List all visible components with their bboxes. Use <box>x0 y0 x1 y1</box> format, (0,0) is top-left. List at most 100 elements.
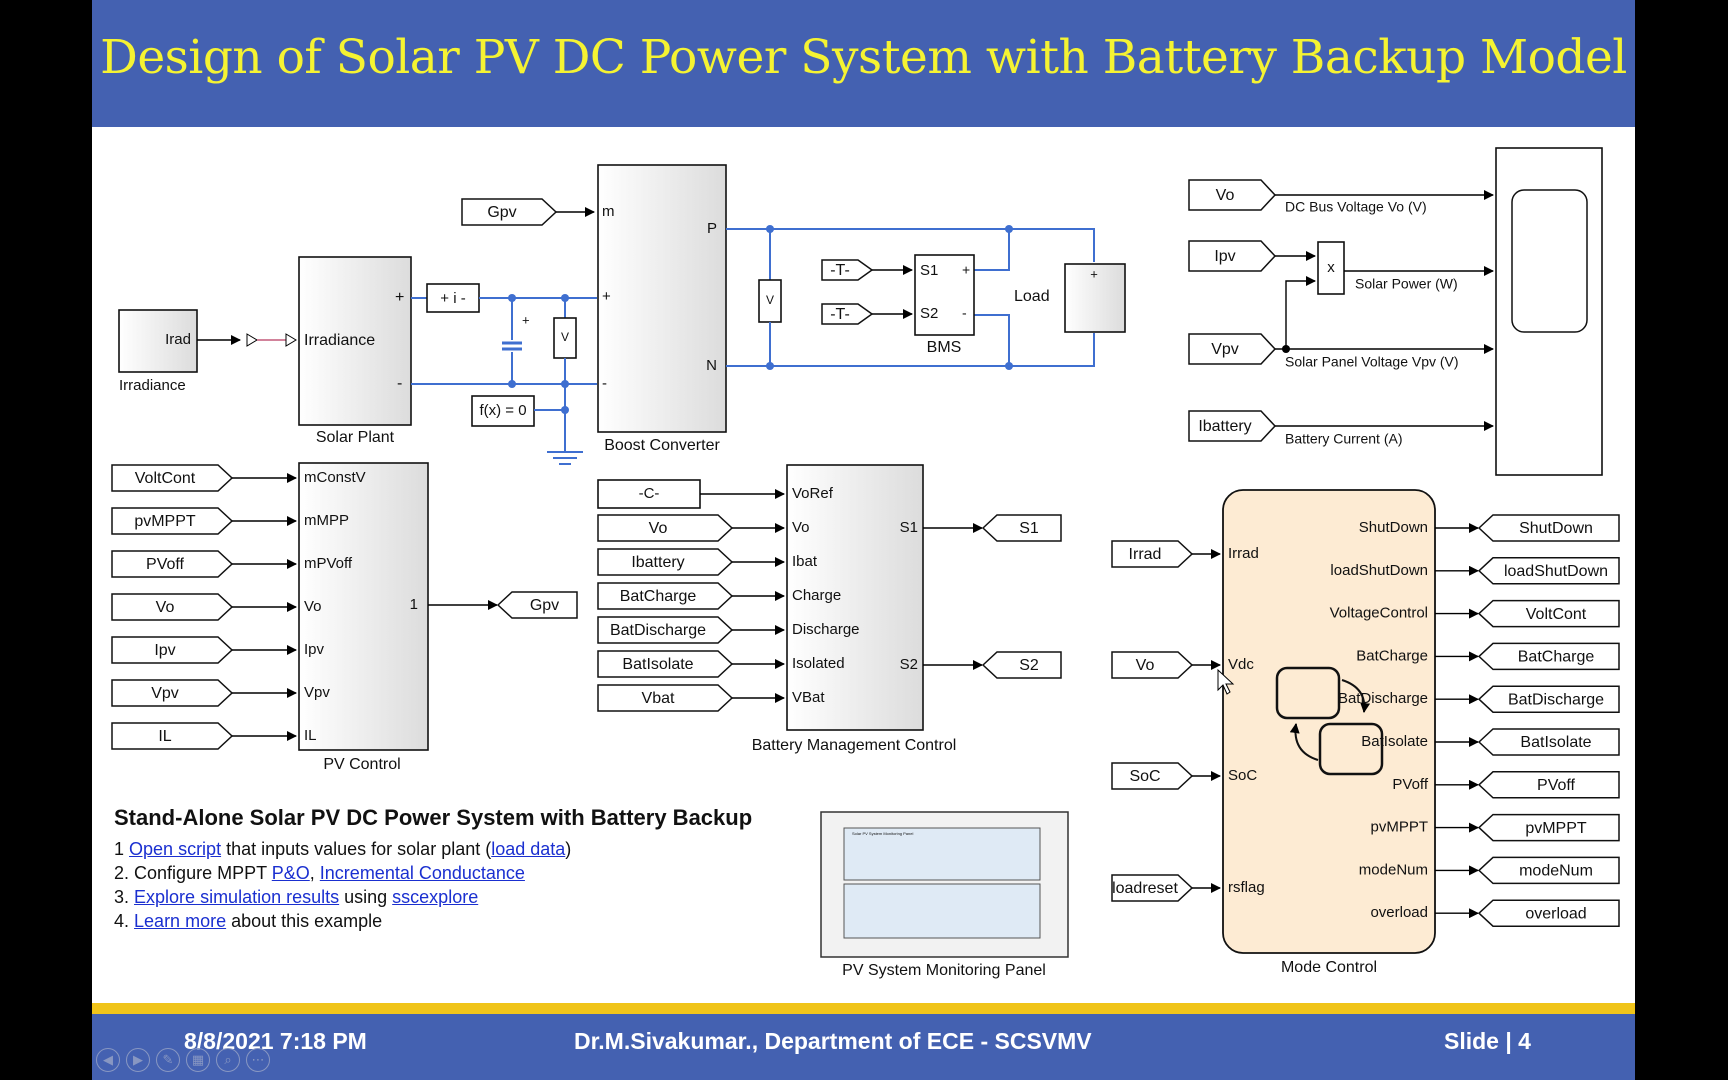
state-icon <box>1275 666 1341 720</box>
goto-batcharge[interactable] <box>1477 642 1620 671</box>
irradiance-block-label: Irradiance <box>119 377 186 394</box>
next-slide-icon[interactable]: ▶ <box>126 1048 150 1072</box>
explore-results-link[interactable]: Explore simulation results <box>134 887 340 907</box>
wire <box>974 314 1010 366</box>
from-ibattery-label: Ibattery <box>1198 418 1251 435</box>
wire <box>974 229 1010 271</box>
pv-from-4[interactable] <box>111 636 234 664</box>
output-voltage-sensor-label: V <box>766 293 774 307</box>
bm-from-3[interactable] <box>597 582 734 610</box>
pv-from-6[interactable] <box>111 722 234 750</box>
goto-overload-label: overload <box>1525 905 1586 922</box>
slide-footer <box>92 1014 1635 1080</box>
const-t-2[interactable] <box>821 303 874 325</box>
goto-s1-label: S1 <box>1019 520 1039 537</box>
goto-loadshutdown[interactable] <box>1477 557 1620 585</box>
from-ipv[interactable] <box>1188 240 1277 272</box>
battery-management-control-block[interactable] <box>786 464 924 731</box>
mode-from-2[interactable] <box>1111 762 1194 790</box>
solar-plant-block[interactable] <box>298 256 412 426</box>
goto-voltcont[interactable] <box>1477 599 1620 628</box>
incremental-conductance-link[interactable]: Incremental Conductance <box>319 863 525 883</box>
current-sensor-label: + i - <box>440 290 465 307</box>
pv-control-block[interactable] <box>298 462 429 751</box>
mode-from-2-label: SoC <box>1129 768 1160 785</box>
previous-slide-icon[interactable]: ◀ <box>96 1048 120 1072</box>
pen-icon[interactable]: ✎ <box>156 1048 180 1072</box>
pv-from-5[interactable] <box>111 679 234 707</box>
mode-from-1[interactable] <box>1111 651 1194 679</box>
mode-from-0[interactable] <box>1111 540 1194 568</box>
bms-port-s1: S1 <box>920 262 938 279</box>
bm-port-s1: S1 <box>900 519 918 536</box>
bms-minus: - <box>962 305 967 321</box>
mode-out-batcharge: BatCharge <box>1356 647 1428 664</box>
pv-from-1[interactable] <box>111 507 234 535</box>
bm-port-isolated: Isolated <box>792 655 845 672</box>
bm-port-vo: Vo <box>792 519 810 536</box>
bm-from-3-label: BatCharge <box>620 588 697 605</box>
from-vpv-label: Vpv <box>1211 341 1239 358</box>
pv-port-ipv: Ipv <box>304 641 325 658</box>
pv-from-2-label: PVoff <box>146 556 185 573</box>
mode-out-batisolate: BatIsolate <box>1361 733 1428 750</box>
bm-from-4[interactable] <box>597 616 734 644</box>
zoom-icon[interactable]: ⌕ <box>216 1048 240 1072</box>
goto-modenum[interactable] <box>1477 856 1620 885</box>
from-vpv[interactable] <box>1188 333 1277 365</box>
product-block[interactable] <box>1317 241 1345 295</box>
load-block[interactable] <box>1064 263 1126 333</box>
boost-converter-block[interactable] <box>597 164 727 433</box>
goto-pvmppt[interactable] <box>1477 813 1620 842</box>
bm-from-6[interactable] <box>597 684 734 712</box>
slides-grid-icon[interactable]: ▦ <box>186 1048 210 1072</box>
bm-from-2[interactable] <box>597 548 734 576</box>
scope-label-battery: Battery Current (A) <box>1285 431 1402 447</box>
pv-from-5-label: Vpv <box>151 685 179 702</box>
po-link[interactable]: P&O <box>271 863 310 883</box>
const-t-1[interactable] <box>821 259 874 281</box>
bm-from-5[interactable] <box>597 650 734 678</box>
goto-overload[interactable] <box>1477 899 1620 927</box>
mode-port-vdc: Vdc <box>1228 656 1254 673</box>
pv-from-0[interactable] <box>111 464 234 492</box>
from-ibattery[interactable] <box>1188 410 1277 442</box>
example-description: Stand-Alone Solar PV DC Power System wit… <box>114 805 752 933</box>
goto-voltcont-label: VoltCont <box>1526 606 1587 623</box>
more-options-icon[interactable]: ⋯ <box>246 1048 270 1072</box>
goto-shutdown[interactable] <box>1477 514 1620 542</box>
mode-out-pvmppt: pvMPPT <box>1370 819 1428 836</box>
const-c-label: -C- <box>639 485 660 502</box>
pv-out-port: 1 <box>410 596 418 613</box>
load-data-link[interactable]: load data <box>491 839 566 859</box>
mode-from-3[interactable] <box>1111 874 1194 902</box>
monitoring-panel-caption: Solar PV System Monitoring Panel <box>852 831 913 836</box>
from-vo[interactable] <box>1188 179 1277 211</box>
learn-more-link[interactable]: Learn more <box>134 911 227 931</box>
pv-port-il: IL <box>304 727 317 744</box>
pv-from-2[interactable] <box>111 550 234 578</box>
goto-batisolate[interactable] <box>1477 728 1620 756</box>
sscexplore-link[interactable]: sscexplore <box>392 887 479 907</box>
irradiance-block[interactable] <box>118 309 198 373</box>
goto-s2[interactable] <box>981 651 1062 679</box>
goto-shutdown-label: ShutDown <box>1519 520 1593 537</box>
open-script-link[interactable]: Open script <box>129 839 222 859</box>
ps-converter-icon <box>246 333 258 347</box>
bms-block[interactable] <box>914 254 975 336</box>
goto-pvoff[interactable] <box>1477 771 1620 799</box>
pv-from-3[interactable] <box>111 593 234 621</box>
bms-label: BMS <box>927 339 962 356</box>
goto-s1[interactable] <box>981 514 1062 542</box>
solar-plant-label: Solar Plant <box>316 429 395 446</box>
goto-gpv[interactable] <box>496 591 578 619</box>
goto-modenum-label: modeNum <box>1519 863 1593 880</box>
goto-batdischarge[interactable] <box>1477 685 1620 713</box>
bm-port-vbat: VBat <box>792 689 825 706</box>
mode-control-chart[interactable] <box>1222 489 1436 954</box>
solver-config-block[interactable] <box>471 395 535 427</box>
bm-from-1[interactable] <box>597 514 734 542</box>
const-c-block[interactable] <box>597 479 701 509</box>
from-gpv[interactable] <box>461 198 558 226</box>
